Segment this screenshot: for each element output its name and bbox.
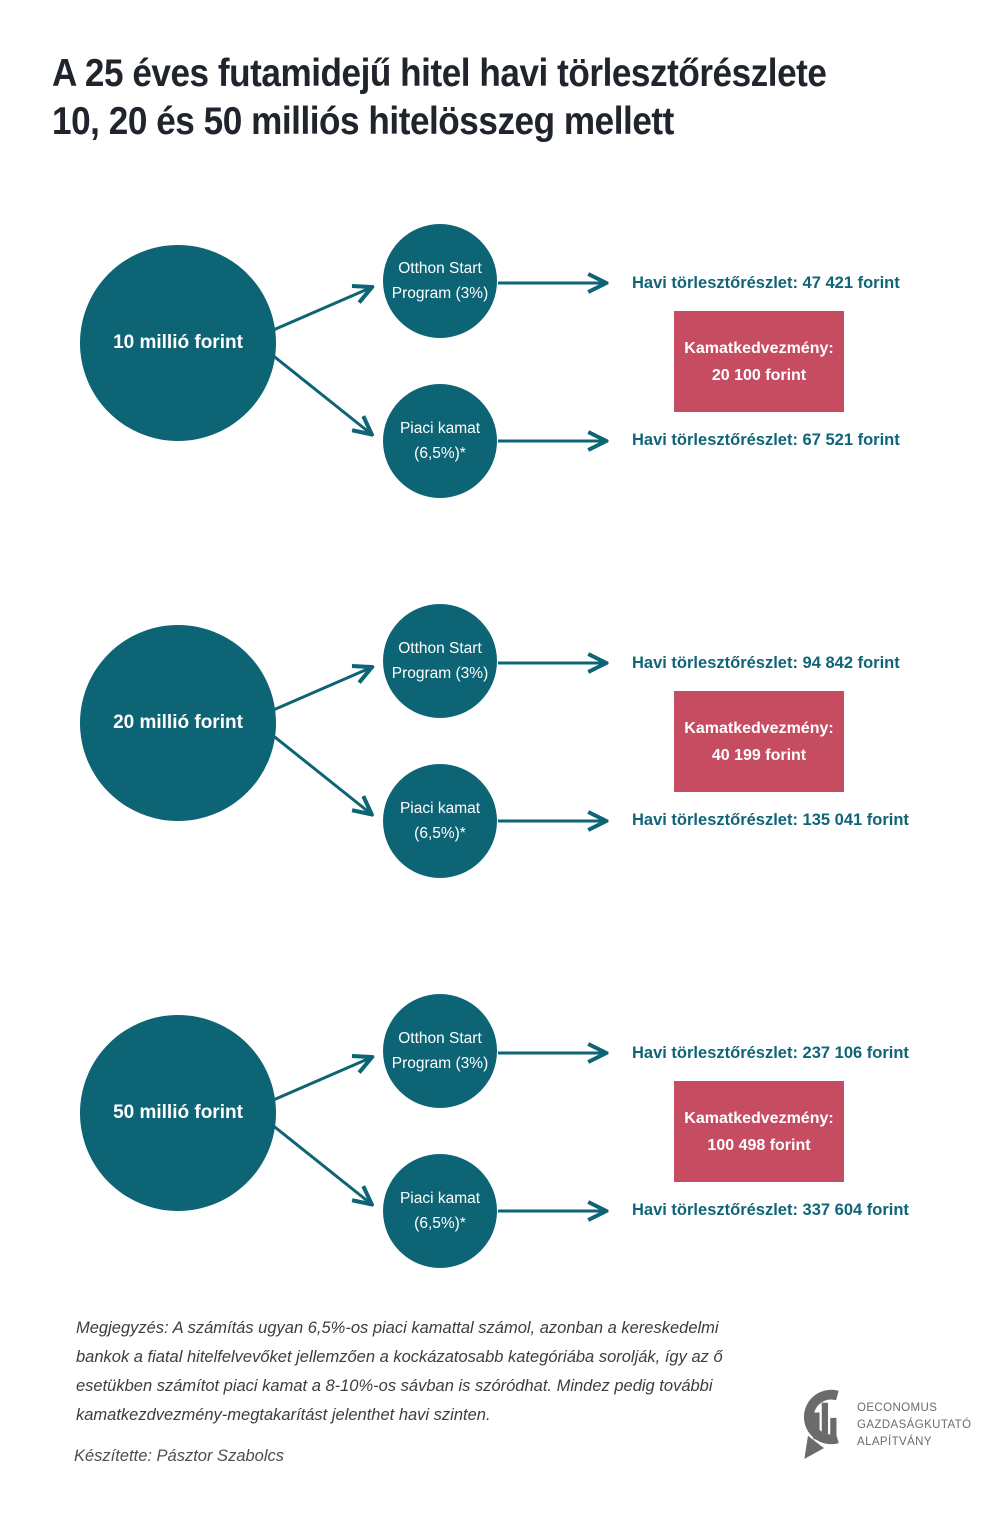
- otthon-start-line2: Program (3%): [391, 285, 489, 302]
- discount-value: 20 100 forint: [711, 366, 807, 384]
- section-10-million: 10 millió forint Otthon Start Program (3…: [0, 224, 996, 630]
- page-title-line1: A 25 éves futamidejű hitel havi törleszt…: [52, 52, 827, 95]
- loan-amount-label: 10 millió forint: [113, 332, 243, 353]
- piaci-kamat-line1: Piaci kamat: [399, 420, 481, 437]
- section-20-million: 20 millió forint Otthon Start Program (3…: [0, 604, 996, 1010]
- monthly-payment-piaci-kamat: Havi törlesztőrészlet: 337 604 forint: [632, 1201, 909, 1219]
- arrow-to-piaci-kamat: [270, 1122, 370, 1203]
- footnote: Megjegyzés: A számítás ugyan 6,5%-os pia…: [76, 1319, 723, 1424]
- discount-label: Kamatkedvezmény:: [684, 719, 834, 737]
- logo-line1: OECONOMUS: [857, 1401, 938, 1414]
- arrow-to-piaci-kamat: [270, 352, 370, 433]
- arrow-to-piaci-kamat: [270, 732, 370, 813]
- interest-discount-box: Kamatkedvezmény: 100 498 forint: [674, 1081, 844, 1182]
- arrow-to-otthon-start: [270, 1058, 370, 1103]
- otthon-start-circle: Otthon Start Program (3%): [383, 224, 497, 338]
- otthon-start-line2: Program (3%): [391, 1055, 489, 1072]
- piaci-kamat-line2: (6,5%)*: [414, 445, 466, 462]
- piaci-kamat-circle: Piaci kamat (6,5%)*: [383, 764, 497, 878]
- monthly-payment-otthon-start: Havi törlesztőrészlet: 94 842 forint: [632, 654, 900, 672]
- arrow-to-otthon-start: [270, 668, 370, 713]
- logo-line3: ALAPÍTVÁNY: [857, 1435, 932, 1448]
- loan-amount-label: 50 millió forint: [113, 1102, 243, 1123]
- otthon-start-line2: Program (3%): [391, 665, 489, 682]
- piaci-kamat-line2: (6,5%)*: [414, 1215, 466, 1232]
- arrow-to-otthon-start: [270, 288, 370, 333]
- discount-value: 40 199 forint: [711, 746, 807, 764]
- loan-amount-circle: 50 millió forint: [80, 1015, 276, 1211]
- interest-discount-box: Kamatkedvezmény: 40 199 forint: [674, 691, 844, 792]
- loan-amount-circle: 20 millió forint: [80, 625, 276, 821]
- piaci-kamat-line1: Piaci kamat: [399, 800, 481, 817]
- oeconomus-logo-icon: [803, 1389, 839, 1459]
- author-credit: Készítette: Pásztor Szabolcs: [74, 1447, 285, 1465]
- oeconomus-logo: OECONOMUS GAZDASÁGKUTATÓ ALAPÍTVÁNY: [797, 1384, 971, 1466]
- loan-amount-circle: 10 millió forint: [80, 245, 276, 441]
- loan-amount-label: 20 millió forint: [113, 712, 243, 733]
- otthon-start-line1: Otthon Start: [398, 260, 482, 277]
- piaci-kamat-line2: (6,5%)*: [414, 825, 466, 842]
- monthly-payment-piaci-kamat: Havi törlesztőrészlet: 67 521 forint: [632, 431, 900, 449]
- page-title-line2: 10, 20 és 50 milliós hitelösszeg mellett: [52, 100, 674, 143]
- piaci-kamat-circle: Piaci kamat (6,5%)*: [383, 384, 497, 498]
- piaci-kamat-circle: Piaci kamat (6,5%)*: [383, 1154, 497, 1268]
- piaci-kamat-line1: Piaci kamat: [399, 1190, 481, 1207]
- discount-label: Kamatkedvezmény:: [684, 1109, 834, 1127]
- otthon-start-circle: Otthon Start Program (3%): [383, 604, 497, 718]
- otthon-start-circle: Otthon Start Program (3%): [383, 994, 497, 1108]
- interest-discount-box: Kamatkedvezmény: 20 100 forint: [674, 311, 844, 412]
- section-50-million: 50 millió forint Otthon Start Program (3…: [0, 994, 996, 1400]
- monthly-payment-otthon-start: Havi törlesztőrészlet: 237 106 forint: [632, 1044, 909, 1062]
- otthon-start-line1: Otthon Start: [398, 640, 482, 657]
- page-title: A 25 éves futamidejű hitel havi törleszt…: [52, 50, 934, 146]
- monthly-payment-piaci-kamat: Havi törlesztőrészlet: 135 041 forint: [632, 811, 909, 829]
- discount-value: 100 498 forint: [707, 1136, 811, 1154]
- monthly-payment-otthon-start: Havi törlesztőrészlet: 47 421 forint: [632, 274, 900, 292]
- logo-line2: GAZDASÁGKUTATÓ: [857, 1418, 972, 1431]
- otthon-start-line1: Otthon Start: [398, 1030, 482, 1047]
- discount-label: Kamatkedvezmény:: [684, 339, 834, 357]
- oeconomus-logo-text: OECONOMUS GAZDASÁGKUTATÓ ALAPÍTVÁNY: [857, 1400, 971, 1451]
